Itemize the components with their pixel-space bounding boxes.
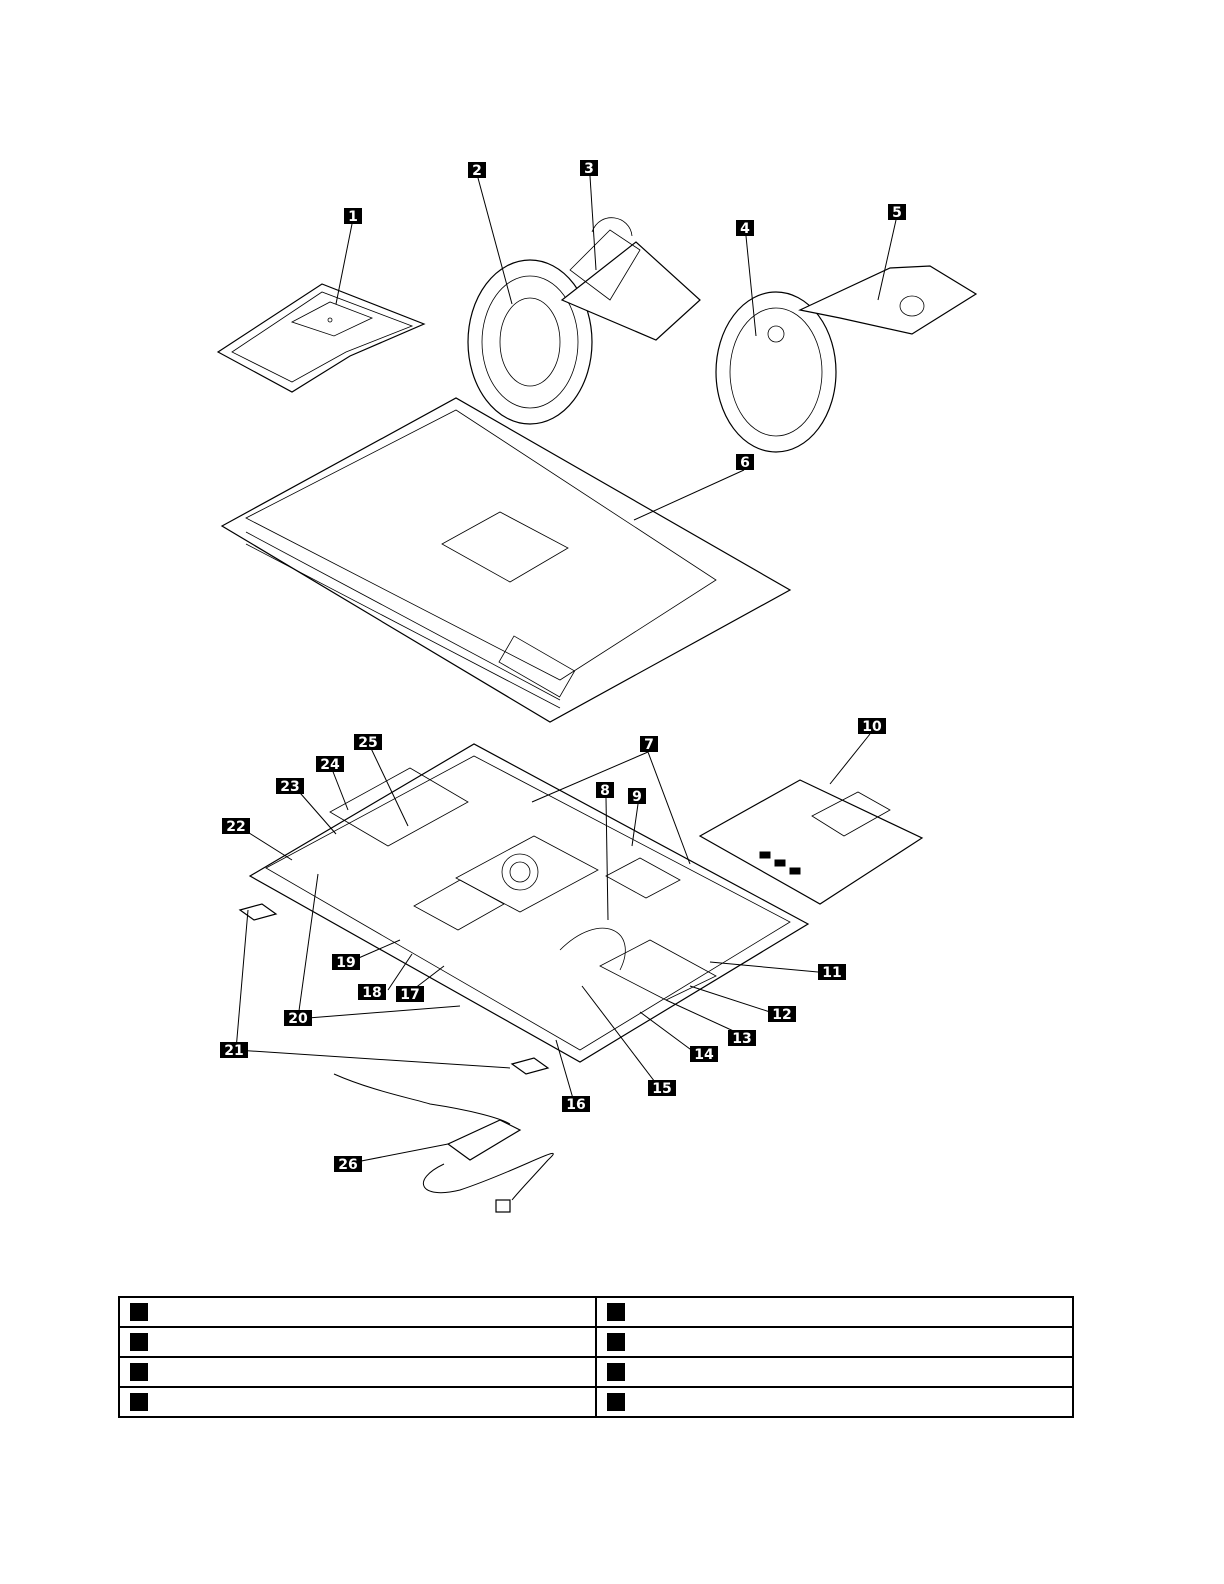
svg-text:9: 9	[632, 789, 642, 805]
part-flat-stand	[216, 283, 426, 393]
callout-6: 6	[736, 454, 754, 471]
callout-23: 23	[276, 778, 304, 795]
legend-cell	[118, 1356, 597, 1388]
legend-row	[118, 1296, 1074, 1328]
part-power-adapter	[333, 1073, 554, 1213]
callout-2: 2	[468, 162, 486, 179]
svg-text:21: 21	[224, 1043, 243, 1059]
svg-text:1: 1	[348, 209, 358, 225]
legend-badge	[130, 1392, 148, 1411]
svg-text:4: 4	[740, 221, 750, 237]
legend-cell	[118, 1326, 597, 1358]
svg-text:23: 23	[280, 779, 299, 795]
svg-text:17: 17	[400, 987, 419, 1003]
svg-text:5: 5	[892, 205, 902, 221]
part-arm-stand	[715, 265, 978, 453]
svg-text:11: 11	[822, 965, 841, 981]
callout-20: 20	[284, 1010, 312, 1027]
svg-text:6: 6	[740, 455, 750, 471]
svg-text:2: 2	[472, 163, 482, 179]
callout-11: 11	[818, 964, 846, 981]
legend-cell	[118, 1296, 597, 1328]
callout-16: 16	[562, 1096, 590, 1113]
svg-text:16: 16	[566, 1097, 585, 1113]
svg-text:25: 25	[358, 735, 377, 751]
legend-cell	[595, 1296, 1074, 1328]
legend-badge	[130, 1332, 148, 1351]
part-rear-cover	[220, 397, 792, 723]
legend-cell	[595, 1386, 1074, 1418]
legend-badge	[607, 1332, 625, 1351]
svg-text:20: 20	[288, 1011, 308, 1027]
exploded-parts-diagram: 1 2 3 4 5 6 7 8 9 10 11 12 13 14 15 16 1…	[216, 160, 978, 1213]
legend-badge	[607, 1302, 625, 1321]
callout-12: 12	[768, 1006, 796, 1023]
svg-text:13: 13	[732, 1031, 751, 1047]
callout-18: 18	[358, 984, 386, 1001]
svg-text:3: 3	[584, 161, 594, 177]
leader-lines	[235, 175, 897, 1165]
callout-26: 26	[334, 1156, 362, 1173]
part-main-chassis	[248, 743, 810, 1063]
part-board-bracket	[698, 779, 924, 905]
svg-text:10: 10	[862, 719, 882, 735]
svg-text:22: 22	[226, 819, 245, 835]
callout-1: 1	[344, 208, 362, 225]
svg-text:12: 12	[772, 1007, 791, 1023]
callout-24: 24	[316, 756, 344, 773]
callout-7: 7	[640, 736, 658, 753]
legend-badge	[607, 1392, 625, 1411]
part-small-brackets	[238, 903, 550, 1075]
callout-19: 19	[332, 954, 360, 971]
callout-3: 3	[580, 160, 598, 177]
callout-22: 22	[222, 818, 250, 835]
svg-text:7: 7	[644, 737, 654, 753]
legend-badge	[130, 1362, 148, 1381]
callout-5: 5	[888, 204, 906, 221]
parts-legend-table	[118, 1296, 1074, 1418]
svg-text:18: 18	[362, 985, 381, 1001]
callout-21: 21	[220, 1042, 248, 1059]
svg-text:14: 14	[694, 1047, 714, 1063]
callout-14: 14	[690, 1046, 718, 1063]
legend-row	[118, 1356, 1074, 1388]
callout-9: 9	[628, 788, 646, 805]
legend-cell	[595, 1326, 1074, 1358]
legend-badge	[130, 1302, 148, 1321]
legend-cell	[595, 1356, 1074, 1388]
legend-row	[118, 1386, 1074, 1418]
svg-text:26: 26	[338, 1157, 357, 1173]
callout-15: 15	[648, 1080, 676, 1097]
legend-cell	[118, 1386, 597, 1418]
part-round-stand	[467, 217, 701, 425]
svg-text:15: 15	[652, 1081, 671, 1097]
svg-text:24: 24	[320, 757, 340, 773]
legend-badge	[607, 1362, 625, 1381]
callout-25: 25	[354, 734, 382, 751]
callout-10: 10	[858, 718, 886, 735]
svg-text:8: 8	[600, 783, 610, 799]
callout-17: 17	[396, 986, 424, 1003]
svg-text:19: 19	[336, 955, 355, 971]
callout-13: 13	[728, 1030, 756, 1047]
callout-8: 8	[596, 782, 614, 799]
callout-4: 4	[736, 220, 754, 237]
legend-row	[118, 1326, 1074, 1358]
